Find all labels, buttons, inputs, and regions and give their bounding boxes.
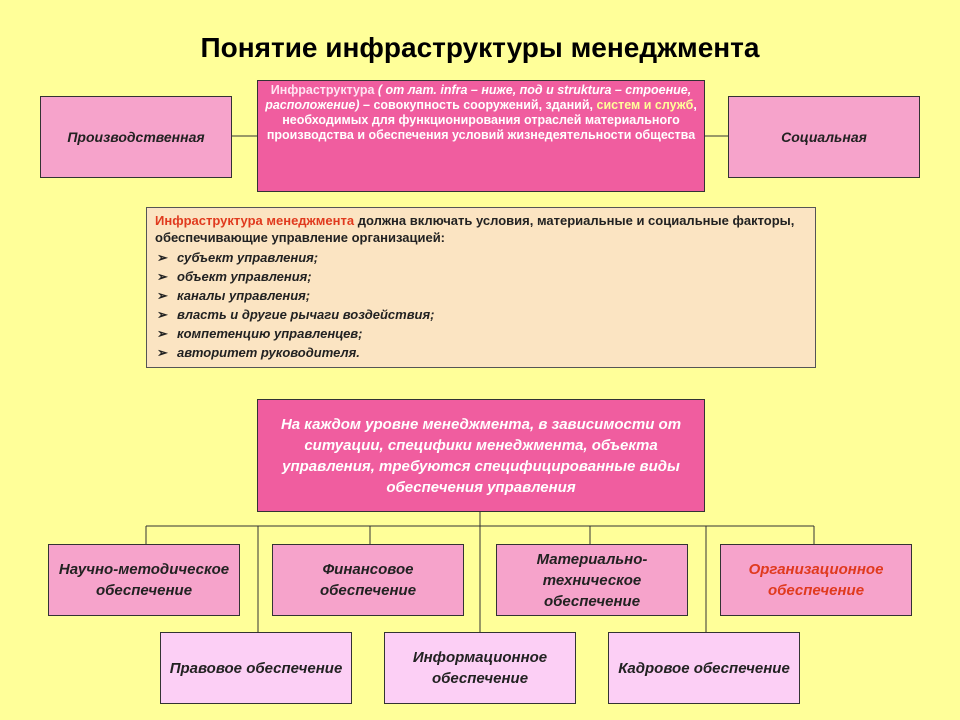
list-item: ➢ компетенцию управленцев; <box>155 324 807 343</box>
support-label: Финансовое обеспечение <box>319 561 417 599</box>
information-support-box: Информационное обеспечение <box>384 632 576 704</box>
support-label: Научно-методическое обеспечение <box>58 561 230 599</box>
list-item-text: власть и другие рычаги воздействия; <box>177 307 435 322</box>
support-label: Кадровое обеспечение <box>618 659 790 677</box>
support-label: Правовое обеспечение <box>169 659 343 677</box>
list-item-text: объект управления; <box>177 269 312 284</box>
definition-text-after: , необходимых для функционирования отрас… <box>266 98 697 142</box>
management-intro: Инфраструктура менеджмента должна включа… <box>155 212 807 246</box>
production-box: Производственная <box>40 96 232 178</box>
financial-support-box: Финансовое обеспечение <box>272 544 464 616</box>
definition-text-before: – совокупность сооружений, зданий, <box>363 98 594 112</box>
scientific-methodical-support-box: Научно-методическое обеспечение <box>48 544 240 616</box>
arrow-bullet-icon: ➢ <box>157 345 168 360</box>
support-label: Материально-техническое обеспечение <box>536 550 648 610</box>
central-text: На каждом уровне менеджмента, в зависимо… <box>280 415 682 496</box>
management-list: ➢ субъект управления; ➢ объект управления;… <box>155 248 807 362</box>
arrow-bullet-icon: ➢ <box>157 326 168 341</box>
list-item-text: субъект управления; <box>177 250 319 265</box>
page-title: Понятие инфраструктуры менеджмента <box>200 32 760 63</box>
list-item: ➢ субъект управления; <box>155 248 807 267</box>
arrow-bullet-icon: ➢ <box>157 288 168 303</box>
definition-highlight: систем и служб <box>596 98 694 112</box>
social-label: Социальная <box>781 129 867 145</box>
arrow-bullet-icon: ➢ <box>157 250 168 265</box>
production-label: Производственная <box>67 129 205 145</box>
definition-latin: ( от лат. infra – ниже, под и struktura … <box>265 83 692 112</box>
list-item: ➢ авторитет руководителя. <box>155 343 807 362</box>
list-item-text: каналы управления; <box>177 288 311 303</box>
list-item-text: авторитет руководителя. <box>177 345 360 360</box>
arrow-bullet-icon: ➢ <box>157 269 168 284</box>
definition-term: Инфраструктура <box>270 83 375 97</box>
central-requirement-box: На каждом уровне менеджмента, в зависимо… <box>257 399 705 512</box>
management-infrastructure-box: Инфраструктура менеджмента должна включа… <box>146 207 816 368</box>
organizational-support-box: Организационное обеспечение <box>720 544 912 616</box>
list-item-text: компетенцию управленцев; <box>177 326 363 341</box>
infrastructure-definition-box: Инфраструктура ( от лат. infra – ниже, п… <box>257 80 705 192</box>
material-technical-support-box: Материально-техническое обеспечение <box>496 544 688 616</box>
list-item: ➢ каналы управления; <box>155 286 807 305</box>
personnel-support-box: Кадровое обеспечение <box>608 632 800 704</box>
list-item: ➢ власть и другие рычаги воздействия; <box>155 305 807 324</box>
list-item: ➢ объект управления; <box>155 267 807 286</box>
social-box: Социальная <box>728 96 920 178</box>
legal-support-box: Правовое обеспечение <box>160 632 352 704</box>
support-label: Организационное обеспечение <box>748 561 884 599</box>
support-label: Информационное обеспечение <box>412 649 548 687</box>
management-term: Инфраструктура менеджмента <box>155 213 355 228</box>
management-intro-text: должна включать условия, материальные и … <box>155 213 795 245</box>
arrow-bullet-icon: ➢ <box>157 307 168 322</box>
